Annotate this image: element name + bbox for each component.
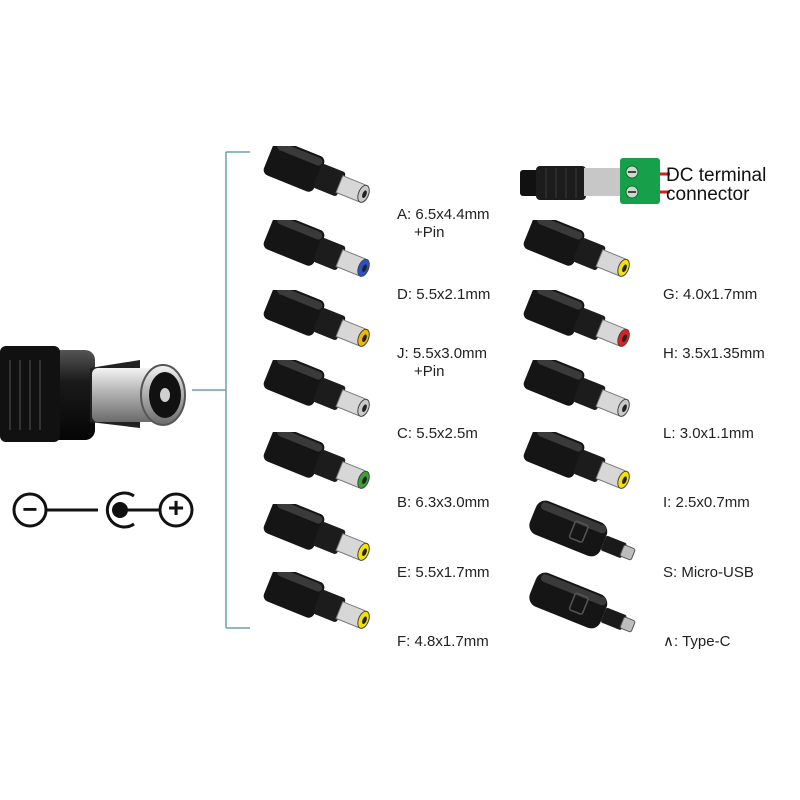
adapter-plug-left-5	[262, 504, 392, 574]
adapter-label-type-c: ∧: Type-C	[663, 633, 731, 650]
adapter-label-l: L: 3.0x1.1mm	[663, 425, 754, 442]
adapter-plug-right-4	[522, 500, 652, 570]
main-barrel-plug	[0, 330, 200, 450]
adapter-label-c: C: 5.5x2.5m	[397, 425, 478, 442]
adapter-label-b: B: 6.3x3.0mm	[397, 494, 490, 511]
adapter-plug-right-0	[522, 220, 652, 290]
dc-terminal-label: DC terminal connector	[666, 165, 767, 205]
minus-symbol: −	[22, 494, 38, 524]
plus-symbol: +	[167, 492, 185, 523]
adapter-label-s: S: Micro-USB	[663, 564, 754, 581]
adapter-label-g: G: 4.0x1.7mm	[663, 286, 758, 303]
adapter-plug-left-4	[262, 432, 392, 502]
adapter-label-j: J: 5.5x3.0mm +Pin	[397, 345, 488, 380]
adapter-plug-left-6	[262, 572, 392, 642]
dc-terminal-connector	[520, 150, 670, 210]
adapter-plug-right-2	[522, 360, 652, 430]
adapter-label-i: I: 2.5x0.7mm	[663, 494, 750, 511]
bracket-line	[190, 150, 260, 630]
adapter-label-e: E: 5.5x1.7mm	[397, 564, 490, 581]
adapter-plug-left-0	[262, 146, 392, 216]
adapter-plug-left-3	[262, 360, 392, 430]
adapter-label-d: D: 5.5x2.1mm	[397, 286, 491, 303]
adapter-plug-right-3	[522, 432, 652, 502]
adapter-label-a: A: 6.5x4.4mm +Pin	[397, 206, 490, 241]
adapter-label-h: H: 3.5x1.35mm	[663, 345, 765, 362]
polarity-diagram: − +	[10, 488, 210, 532]
adapter-plug-left-1	[262, 220, 392, 290]
adapter-plug-left-2	[262, 290, 392, 360]
adapter-plug-right-1	[522, 290, 652, 360]
adapter-plug-right-5	[522, 572, 652, 642]
adapter-label-f: F: 4.8x1.7mm	[397, 633, 489, 650]
